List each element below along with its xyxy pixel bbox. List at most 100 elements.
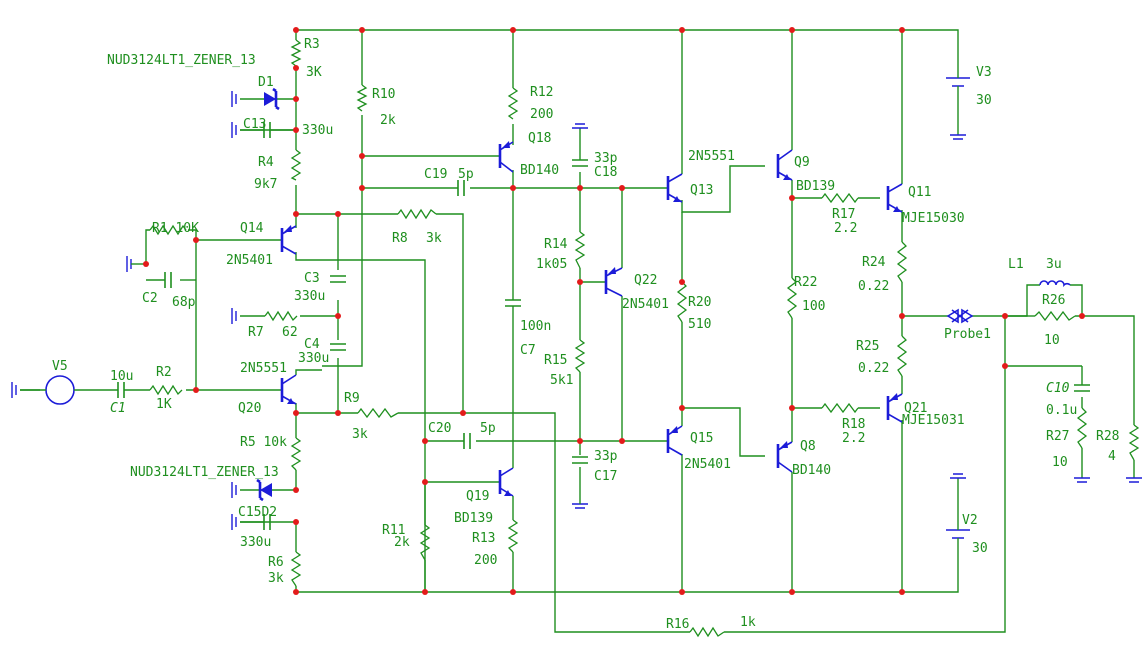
label-c3: C3 [304, 271, 320, 286]
label-c19-value: 5p [458, 167, 474, 182]
resistor-r3 [290, 39, 302, 67]
label-r27: R27 [1046, 429, 1069, 444]
battery-v3 [946, 77, 970, 87]
label-c20-value: 5p [480, 421, 496, 436]
label-r27-value: 10 [1052, 455, 1068, 470]
resistor-r4 [290, 149, 302, 181]
transistor-q14 [284, 225, 292, 232]
resistor-r6 [290, 551, 302, 587]
label-nud-top: NUD3124LT1_ZENER_13 [107, 53, 256, 68]
label-r6-value: 3k [268, 571, 284, 586]
battery-v2 [946, 529, 970, 539]
inductor-l1 [1039, 280, 1071, 288]
resistor-r25 [896, 335, 908, 377]
resistor-r14 [574, 231, 586, 269]
label-r20-value: 510 [688, 317, 711, 332]
label-r24: R24 [862, 255, 886, 270]
label-r11-value: 2k [394, 535, 410, 550]
transistor-q8 [780, 441, 788, 448]
label-q22-type: 2N5401 [622, 297, 669, 312]
label-r4: R4 [258, 155, 274, 170]
label-q9: Q9 [794, 155, 810, 170]
resistor-r12 [507, 87, 519, 120]
label-c15d2: C15D2 [238, 505, 277, 520]
label-q18: Q18 [528, 131, 551, 146]
wires [20, 29, 1135, 633]
label-c10-value: 0.1u [1046, 403, 1077, 418]
label-q21-type: MJE15031 [902, 413, 965, 428]
label-c18: C18 [594, 165, 617, 180]
label-c18-value: 33p [594, 151, 618, 166]
resistor-r22 [786, 277, 798, 319]
label-r8: R8 [392, 231, 408, 246]
label-q14: Q14 [240, 221, 264, 236]
resistor-r13 [507, 519, 519, 553]
label-r2-value: 1K [156, 397, 172, 412]
voltage-sources [20, 55, 970, 560]
label-c13: C13 [243, 117, 266, 132]
label-r3: R3 [304, 37, 320, 52]
resistor-r10 [356, 84, 368, 112]
label-v2: V2 [962, 513, 978, 528]
resistor-r11 [419, 524, 431, 561]
label-r10: R10 [372, 87, 395, 102]
resistor-r17 [821, 192, 859, 204]
label-q14-type: 2N5401 [226, 253, 273, 268]
zener-diodes [256, 87, 280, 502]
resistor-r18 [821, 402, 859, 414]
capacitor-c10 [1074, 384, 1090, 392]
label-l1: L1 [1008, 257, 1024, 272]
transistor-q13 [673, 196, 680, 202]
label-q13-type: 2N5551 [688, 149, 735, 164]
capacitor-c4 [330, 343, 346, 351]
capacitor-c2 [164, 272, 172, 288]
transistor-q9 [783, 174, 790, 180]
label-c10: C10 [1046, 381, 1070, 396]
label-r17-value: 2.2 [834, 221, 857, 236]
capacitor-c7 [505, 299, 521, 307]
label-q11: Q11 [908, 185, 931, 200]
label-c7-value: 100n [520, 319, 551, 334]
resistor-r26 [1034, 310, 1076, 322]
label-r20: R20 [688, 295, 711, 310]
junctions [143, 27, 1085, 595]
label-r25: R25 [856, 339, 879, 354]
label-c4: C4 [304, 337, 320, 352]
label-q11-type: MJE15030 [902, 211, 965, 226]
label-nud-bottom: NUD3124LT1_ZENER_13 [130, 465, 279, 480]
label-r28: R28 [1096, 429, 1119, 444]
label-r22-value: 100 [802, 299, 825, 314]
label-c2-value: 68p [172, 295, 196, 310]
label-r26-value: 10 [1044, 333, 1060, 348]
transistor-q19 [504, 490, 511, 496]
label-r13: R13 [472, 531, 495, 546]
label-v3-value: 30 [976, 93, 992, 108]
transistors [280, 141, 903, 508]
label-r13-value: 200 [474, 553, 497, 568]
label-c3-value: 330u [294, 289, 325, 304]
label-q8: Q8 [800, 439, 816, 454]
label-l1-value: 3u [1046, 257, 1062, 272]
label-r25-value: 0.22 [858, 361, 889, 376]
label-r18: R18 [842, 417, 865, 432]
label-c17: C17 [594, 469, 617, 484]
label-r17: R17 [832, 207, 855, 222]
transistor-q22 [608, 267, 616, 274]
label-c15-value: 330u [240, 535, 271, 550]
resistor-r27 [1076, 407, 1088, 449]
resistor-r7 [264, 310, 298, 322]
label-c1-value: 10u [110, 369, 133, 384]
label-r8-value: 3k [426, 231, 442, 246]
label-q15: Q15 [690, 431, 713, 446]
resistor-r9 [357, 407, 399, 419]
transistor-q20 [287, 398, 294, 404]
label-c13-value: 330u [302, 123, 333, 138]
transistor-q21 [890, 393, 898, 400]
zener-d2 [260, 483, 272, 497]
capacitor-c3 [330, 275, 346, 283]
label-r2: R2 [156, 365, 172, 380]
transistor-q18 [502, 141, 510, 148]
label-r5: R5 10k [240, 435, 287, 450]
label-r9-value: 3k [352, 427, 368, 442]
